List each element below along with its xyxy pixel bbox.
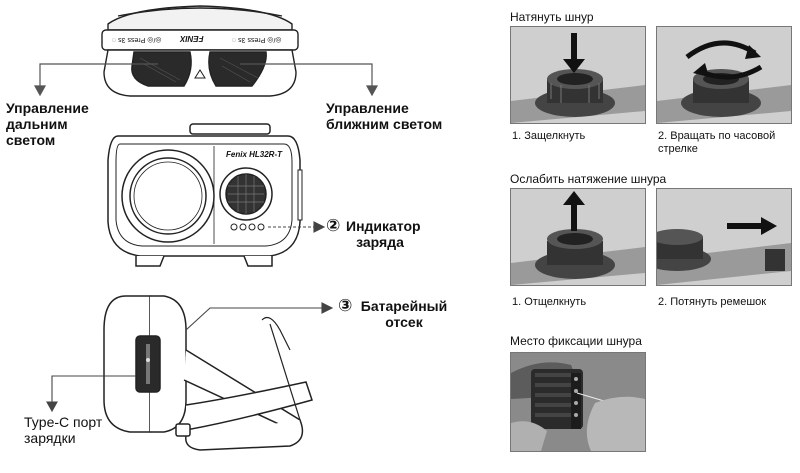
device-brand-model: Fenix HL32R-T: [226, 150, 282, 159]
tighten-step1: 1. Защелкнуть: [512, 130, 585, 143]
tighten-step2: 2. Вращать по часовой стрелке: [658, 130, 792, 156]
typec-label: Type-C порт зарядки: [24, 414, 118, 446]
far-light-label: Управление дальним светом: [6, 100, 116, 148]
loosen-photo-2: [656, 188, 792, 286]
loosen-step2: 2. Потянуть ремешок: [658, 296, 766, 309]
far-light-button[interactable]: [132, 52, 191, 86]
fix-photo: [510, 352, 646, 452]
battery-number: ③: [338, 296, 352, 316]
tighten-header: Натянуть шнур: [510, 10, 594, 24]
loosen-header: Ослабить натяжение шнура: [510, 172, 666, 186]
near-light-button-text: ◎/◎ Press 3s ◌: [232, 36, 281, 44]
side-view: [104, 296, 312, 450]
loosen-photo-1: [510, 188, 646, 286]
tighten-photo-2: [656, 26, 792, 124]
main-lens: [122, 150, 214, 242]
far-light-button-text: ◎/◎ Press 3s ◌: [112, 36, 161, 44]
battery-callout: [186, 303, 332, 330]
battery-label: Батарейный отсек: [358, 298, 450, 330]
top-brand: FENIX: [180, 34, 204, 43]
front-view: [108, 124, 302, 266]
charge-indicator-number: ②: [326, 216, 340, 236]
tighten-photo-1: [510, 26, 646, 124]
charge-indicator-label: Индикатор заряда: [346, 218, 414, 250]
fix-header: Место фиксации шнура: [510, 334, 642, 348]
near-light-label: Управление ближним светом: [326, 100, 448, 132]
loosen-step1: 1. Отщелкнуть: [512, 296, 586, 309]
top-view: [102, 6, 298, 96]
